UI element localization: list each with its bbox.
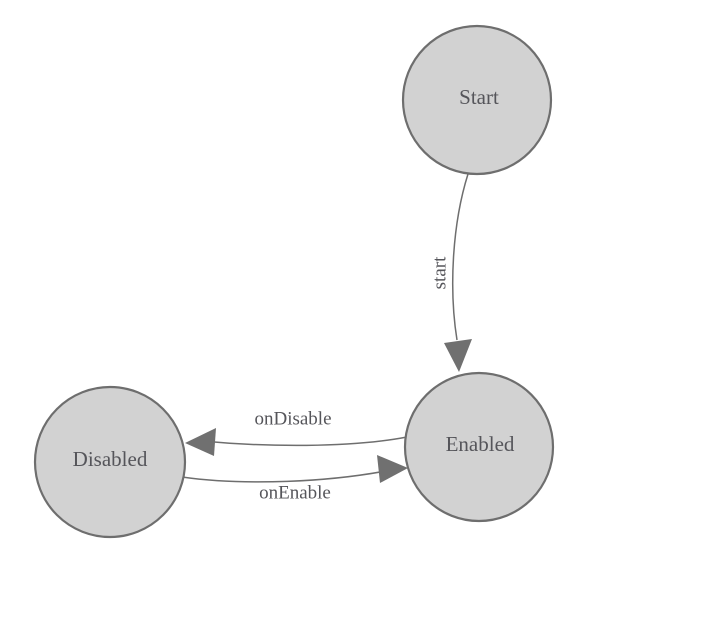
edge-start-to-enabled[interactable]: start <box>429 173 472 372</box>
state-node-disabled-label: Disabled <box>73 447 148 471</box>
state-node-enabled[interactable]: Enabled <box>403 371 555 523</box>
state-node-start-label: Start <box>459 85 499 109</box>
edge-enabled-to-disabled-path <box>201 436 408 447</box>
edge-label-start: start <box>429 256 450 289</box>
state-node-start[interactable]: Start <box>401 24 553 176</box>
edge-disabled-to-enabled-path <box>181 469 392 483</box>
arrowhead-right-icon <box>377 455 408 483</box>
arrowhead-left-icon <box>185 428 216 456</box>
edge-enabled-to-disabled[interactable]: onDisable <box>185 408 408 456</box>
state-node-disabled-circle <box>33 385 187 539</box>
arrowhead-down-icon <box>444 339 472 372</box>
state-node-disabled[interactable]: Disabled <box>33 385 187 539</box>
edge-label-on-enable: onEnable <box>259 482 331 503</box>
state-node-enabled-circle <box>403 371 555 523</box>
edge-label-on-disable: onDisable <box>254 408 331 429</box>
state-node-enabled-label: Enabled <box>446 432 515 456</box>
edge-start-to-enabled-path <box>451 173 469 341</box>
state-node-start-circle <box>401 24 553 176</box>
edge-disabled-to-enabled[interactable]: onEnable <box>181 455 408 503</box>
